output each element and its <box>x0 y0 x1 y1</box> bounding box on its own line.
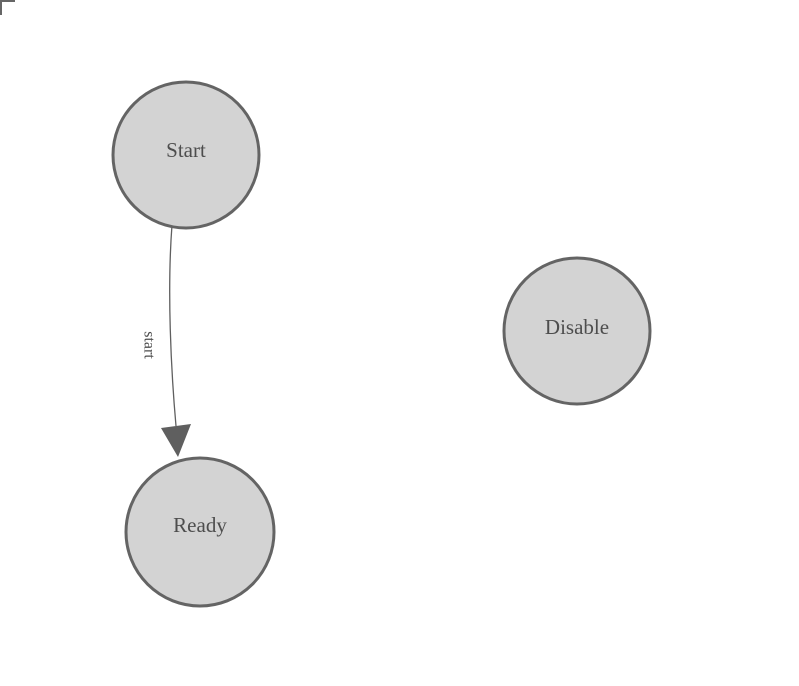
state-circle-start[interactable] <box>111 80 261 230</box>
state-node-start[interactable]: Start <box>111 80 261 230</box>
canvas-origin-mark <box>0 0 15 15</box>
arrowhead-icon <box>161 424 191 457</box>
state-node-disable[interactable]: Disable <box>502 256 652 406</box>
state-node-ready[interactable]: Ready <box>124 456 276 608</box>
transition-start-ready[interactable]: start <box>141 224 192 457</box>
state-circle-ready[interactable] <box>124 456 276 608</box>
transition-label[interactable]: start <box>141 331 158 359</box>
transition-line[interactable] <box>169 224 177 427</box>
state-circle-disable[interactable] <box>502 256 652 406</box>
